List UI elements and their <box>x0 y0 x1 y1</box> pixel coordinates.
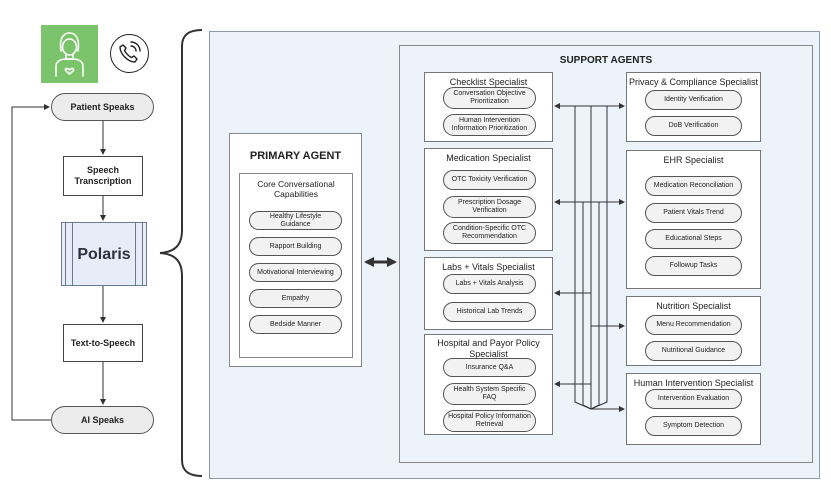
human-item: Intervention Evaluation <box>645 389 742 409</box>
privacy-item: DoB Verification <box>645 116 742 136</box>
hospital-policy-specialist-title: Hospital and Payor Policy Specialist <box>437 338 540 359</box>
checklist-specialist-title: Checklist Specialist <box>449 77 528 87</box>
hospital-item: Insurance Q&A <box>443 358 536 377</box>
ehr-item: Followup Tasks <box>645 256 742 276</box>
text-to-speech-node: Text-to-Speech <box>63 324 143 362</box>
capability-item: Empathy <box>249 289 342 308</box>
core-capabilities-title: Core Conversational Capabilities <box>257 179 335 199</box>
medication-item: Condition-Specific OTC Recommendation <box>443 222 536 244</box>
nutrition-item: Nutritional Guidance <box>645 341 742 361</box>
ehr-item: Medication Reconciliation <box>645 176 742 196</box>
medication-item: Prescription Dosage Verification <box>443 196 536 218</box>
ehr-item: Educational Steps <box>645 229 742 249</box>
phone-call-icon <box>110 34 149 73</box>
nutrition-specialist-title: Nutrition Specialist <box>656 301 731 311</box>
ehr-specialist-title: EHR Specialist <box>663 155 724 165</box>
human-item: Symptom Detection <box>645 416 742 436</box>
primary-agent-title: PRIMARY AGENT <box>249 150 342 162</box>
nutrition-item: Menu Recommendation <box>645 315 742 335</box>
labs-item: Labs + Vitals Analysis <box>443 274 536 294</box>
labs-item: Historical Lab Trends <box>443 302 536 322</box>
labs-vitals-specialist-title: Labs + Vitals Specialist <box>442 262 535 272</box>
capability-item: Rapport Building <box>249 237 342 256</box>
medication-item: OTC Toxicity Verification <box>443 170 536 190</box>
capability-item: Bedside Manner <box>249 315 342 334</box>
human-intervention-specialist-title: Human Intervention Specialist <box>633 378 754 388</box>
capability-item: Healthy Lifestyle Guidance <box>249 211 342 230</box>
ai-speaks-node: AI Speaks <box>51 406 154 434</box>
curly-brace <box>159 29 203 477</box>
person-avatar-icon <box>41 25 98 83</box>
loop-arrow <box>11 104 51 421</box>
capability-item: Motivational Interviewing <box>249 263 342 282</box>
polaris-node: Polaris <box>61 222 147 286</box>
checklist-item: Conversation Objective Prioritization <box>443 87 536 109</box>
ehr-item: Patient Vitals Trend <box>645 203 742 223</box>
hospital-item: Health System Specific FAQ <box>443 383 536 405</box>
privacy-item: Identity Verification <box>645 90 742 110</box>
patient-speaks-node: Patient Speaks <box>51 93 154 121</box>
speech-transcription-node: Speech Transcription <box>63 156 143 196</box>
hospital-item: Hospital Policy Information Retrieval <box>443 410 536 432</box>
support-agents-title: SUPPORT AGENTS <box>559 55 653 66</box>
checklist-item: Human Intervention Information Prioritiz… <box>443 114 536 136</box>
privacy-compliance-specialist-title: Privacy & Compliance Specialist <box>628 77 759 87</box>
medication-specialist-title: Medication Specialist <box>446 153 531 163</box>
